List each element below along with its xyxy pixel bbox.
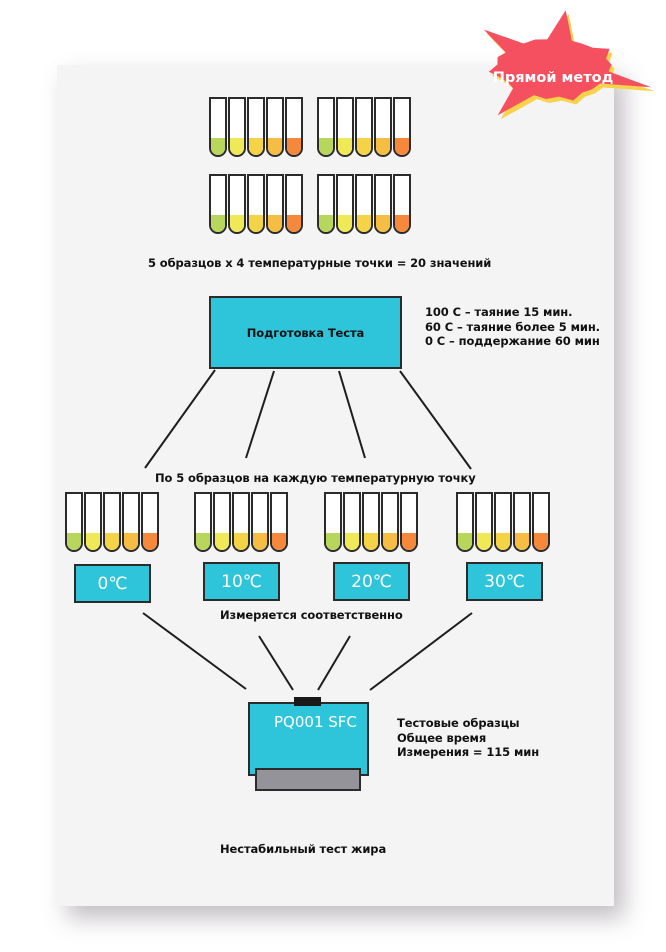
test-tube xyxy=(232,492,250,552)
test-tube xyxy=(84,492,102,552)
device-name: PQ001 SFC xyxy=(274,713,357,731)
sample-fill xyxy=(364,533,378,550)
connector-line xyxy=(143,613,246,689)
sample-fill xyxy=(67,533,81,550)
sample-fill xyxy=(234,533,248,550)
device-note: Тестовые образцы xyxy=(397,716,539,731)
device-notes: Тестовые образцы Общее время Измерения =… xyxy=(397,716,539,760)
connector-line xyxy=(370,613,472,690)
test-tube xyxy=(194,492,212,552)
test-tube xyxy=(270,492,288,552)
sample-fill xyxy=(534,533,548,550)
sfc-analyzer-device: PQ001 SFC xyxy=(248,702,369,776)
device-note: Общее время xyxy=(397,731,539,746)
footer-caption: Нестабильный тест жира xyxy=(220,842,386,856)
sample-fill xyxy=(458,533,472,550)
temperature-point-label: 20℃ xyxy=(351,572,392,592)
test-tube xyxy=(65,492,83,552)
sample-fill xyxy=(253,533,267,550)
test-tube xyxy=(475,492,493,552)
sample-fill xyxy=(515,533,529,550)
device-sample-tray xyxy=(255,768,361,791)
test-tube xyxy=(141,492,159,552)
sample-fill xyxy=(402,533,416,550)
connector-line xyxy=(246,371,274,458)
sample-fill xyxy=(215,533,229,550)
temperature-point-box: 20℃ xyxy=(333,562,410,601)
temperature-point-box: 0℃ xyxy=(74,564,151,603)
sample-fill xyxy=(496,533,510,550)
test-tube xyxy=(494,492,512,552)
sample-fill xyxy=(477,533,491,550)
connector-line xyxy=(318,636,350,690)
temperature-point-label: 30℃ xyxy=(484,572,525,592)
sample-fill xyxy=(86,533,100,550)
connector-line xyxy=(145,370,215,468)
measured-caption: Измеряется соответственно xyxy=(220,608,403,622)
sample-fill xyxy=(383,533,397,550)
temperature-point-box: 10℃ xyxy=(203,562,280,601)
test-tube xyxy=(400,492,418,552)
sample-fill xyxy=(326,533,340,550)
test-tube xyxy=(381,492,399,552)
sample-fill xyxy=(345,533,359,550)
sample-fill xyxy=(272,533,286,550)
device-top-slot xyxy=(294,697,321,706)
test-tube xyxy=(251,492,269,552)
test-tube xyxy=(532,492,550,552)
device-note: Измерения = 115 мин xyxy=(397,745,539,760)
test-tube xyxy=(103,492,121,552)
sample-fill xyxy=(196,533,210,550)
test-tube xyxy=(343,492,361,552)
connector-line xyxy=(259,636,293,690)
connector-line xyxy=(339,371,365,458)
temperature-point-box: 30℃ xyxy=(466,562,543,601)
temperature-point-label: 10℃ xyxy=(221,572,262,592)
test-tube xyxy=(213,492,231,552)
sample-fill xyxy=(124,533,138,550)
sample-fill xyxy=(105,533,119,550)
test-tube xyxy=(122,492,140,552)
sample-fill xyxy=(143,533,157,550)
connector-line xyxy=(400,371,471,469)
test-tube xyxy=(456,492,474,552)
test-tube xyxy=(362,492,380,552)
per-point-caption: По 5 образцов на каждую температурную то… xyxy=(155,471,476,485)
test-tube xyxy=(324,492,342,552)
temperature-point-label: 0℃ xyxy=(98,574,128,594)
test-tube xyxy=(513,492,531,552)
